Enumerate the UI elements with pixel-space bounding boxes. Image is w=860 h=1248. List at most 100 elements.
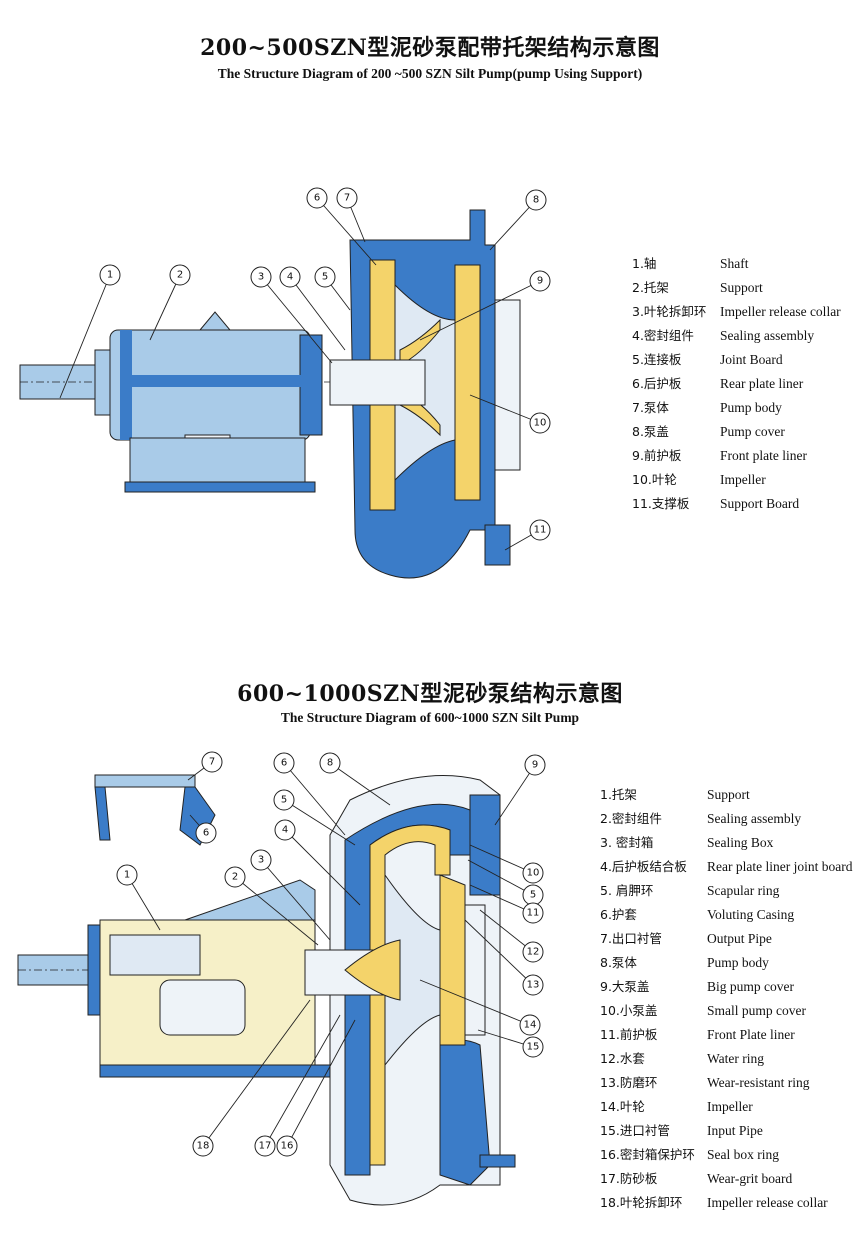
- callout-3: 3: [250, 849, 331, 941]
- svg-text:12: 12: [527, 947, 540, 958]
- pump-diagram-1: 1 2 3 4 5 6 7 8 9 10 11: [19, 187, 551, 579]
- svg-text:17: 17: [259, 1141, 272, 1152]
- callout-2: 2: [149, 264, 191, 341]
- section1-title-en: The Structure Diagram of 200 ~500 SZN Si…: [217, 66, 643, 81]
- svg-text:18: 18: [197, 1141, 210, 1152]
- callout-13: 13: [464, 919, 544, 996]
- callout-9: 9: [419, 270, 551, 341]
- callout-8: 8: [489, 189, 547, 251]
- callout-10: 10: [469, 394, 551, 434]
- callout-18: 18: [192, 999, 311, 1157]
- svg-text:6: 6: [203, 828, 209, 839]
- svg-text:10: 10: [527, 868, 540, 879]
- pump-cover: [494, 299, 521, 471]
- svg-text:16: 16: [281, 1141, 294, 1152]
- svg-text:3: 3: [258, 855, 264, 866]
- svg-text:1: 1: [124, 870, 130, 881]
- callout-1: 1: [59, 264, 121, 399]
- callout-10: 10: [469, 844, 544, 884]
- callout-7: 7: [187, 751, 223, 781]
- svg-text:6: 6: [314, 193, 320, 204]
- svg-text:9: 9: [532, 760, 538, 771]
- svg-text:3: 3: [258, 272, 264, 283]
- svg-text:4: 4: [282, 825, 288, 836]
- svg-text:2: 2: [177, 270, 183, 281]
- callout-4: 4: [279, 266, 346, 351]
- svg-text:15: 15: [527, 1042, 540, 1053]
- callout-7: 7: [336, 187, 366, 243]
- big-pump-cover: [469, 794, 501, 896]
- callout-8: 8: [319, 752, 391, 806]
- callout-1: 1: [116, 864, 161, 931]
- callout-11: 11: [504, 519, 551, 551]
- pump-diagram-2: 7 6 6 8 9 5 4 3 2 1 10 5: [17, 751, 546, 1206]
- callout-11: 11: [469, 884, 544, 924]
- svg-text:2: 2: [232, 872, 238, 883]
- svg-text:5: 5: [281, 795, 287, 806]
- callout-2: 2: [224, 866, 319, 946]
- section1-title-cn: 200~500SZN型泥砂泵配带托架结构示意图: [200, 35, 660, 61]
- svg-text:5: 5: [322, 272, 328, 283]
- section2-title-en: The Structure Diagram of 600~1000 SZN Si…: [280, 710, 580, 725]
- svg-text:6: 6: [281, 758, 287, 769]
- section2-title-cn: 600~1000SZN型泥砂泵结构示意图: [237, 681, 623, 707]
- svg-text:10: 10: [534, 418, 547, 429]
- callout-17: 17: [254, 1014, 341, 1157]
- callout-15: 15: [477, 1029, 544, 1058]
- callout-6: 6: [306, 187, 377, 266]
- callout-14: 14: [419, 979, 541, 1036]
- svg-text:7: 7: [344, 193, 350, 204]
- svg-text:8: 8: [533, 195, 539, 206]
- svg-text:5: 5: [530, 890, 536, 901]
- callout-4: 4: [274, 819, 361, 906]
- callout-6: 6: [189, 814, 217, 844]
- svg-text:9: 9: [537, 276, 543, 287]
- callout-5: 5: [273, 789, 356, 846]
- svg-text:11: 11: [527, 908, 540, 919]
- svg-text:8: 8: [327, 758, 333, 769]
- callout-5: 5: [314, 266, 351, 311]
- front-plate-liner: [454, 264, 481, 501]
- svg-text:4: 4: [287, 272, 293, 283]
- svg-text:11: 11: [534, 525, 547, 536]
- callout-16: 16: [276, 1019, 356, 1157]
- svg-text:14: 14: [524, 1020, 537, 1031]
- svg-text:1: 1: [107, 270, 113, 281]
- svg-text:7: 7: [209, 757, 215, 768]
- callout-3: 3: [250, 266, 333, 364]
- callout-6: 6: [273, 752, 346, 836]
- callout-9: 9: [494, 754, 546, 826]
- svg-text:13: 13: [527, 980, 540, 991]
